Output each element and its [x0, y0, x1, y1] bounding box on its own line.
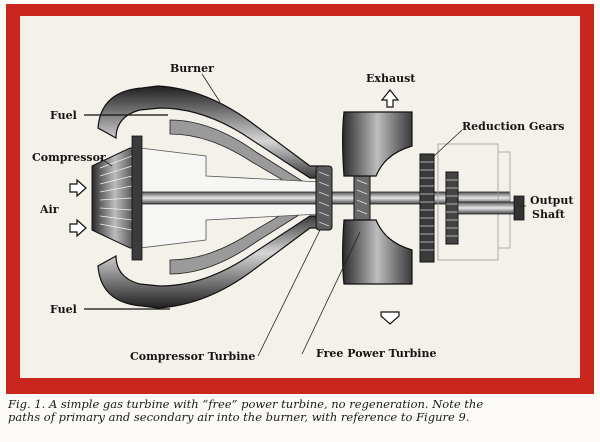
- output-shaft: [457, 201, 521, 215]
- gas-turbine-diagram: Burner Exhaust Fuel Reduction Gears Comp…: [32, 62, 574, 363]
- air-arrow-top-icon: [69, 178, 87, 198]
- label-burner: Burner: [170, 62, 214, 75]
- exhaust-arrow-up-icon: [380, 89, 400, 108]
- output-shaft-coupling: [513, 195, 525, 221]
- exhaust-housing: [341, 111, 413, 285]
- leader-reduction-gears: [433, 129, 463, 157]
- caption-line-1: Fig. 1. A simple gas turbine with “free”…: [8, 397, 484, 411]
- label-air: Air: [39, 203, 59, 216]
- leader-compressor: [99, 157, 113, 167]
- label-compressor: Compressor: [32, 151, 106, 164]
- label-compressor-turbine: Compressor Turbine: [130, 350, 255, 363]
- leader-burner: [201, 73, 221, 103]
- leader-compressor-turbine: [257, 229, 321, 357]
- reduction-gears: [419, 143, 511, 263]
- compressor-impeller: [91, 135, 143, 261]
- label-fuel-bottom: Fuel: [50, 303, 77, 316]
- leader-free-power-turbine: [301, 231, 361, 355]
- label-fuel-top: Fuel: [50, 109, 77, 122]
- label-exhaust: Exhaust: [366, 72, 416, 85]
- label-output: Output: [530, 194, 574, 207]
- label-reduction-gears: Reduction Gears: [462, 120, 564, 133]
- figure-caption: Fig. 1. A simple gas turbine with “free”…: [8, 398, 594, 424]
- exhaust-arrow-down-icon: [380, 311, 400, 325]
- caption-line-2: paths of primary and secondary air into …: [8, 410, 470, 424]
- label-free-power-turbine: Free Power Turbine: [316, 347, 436, 360]
- compressor-turbine-disk: [315, 165, 333, 231]
- label-shaft: Shaft: [532, 208, 566, 221]
- air-arrow-bottom-icon: [69, 218, 87, 238]
